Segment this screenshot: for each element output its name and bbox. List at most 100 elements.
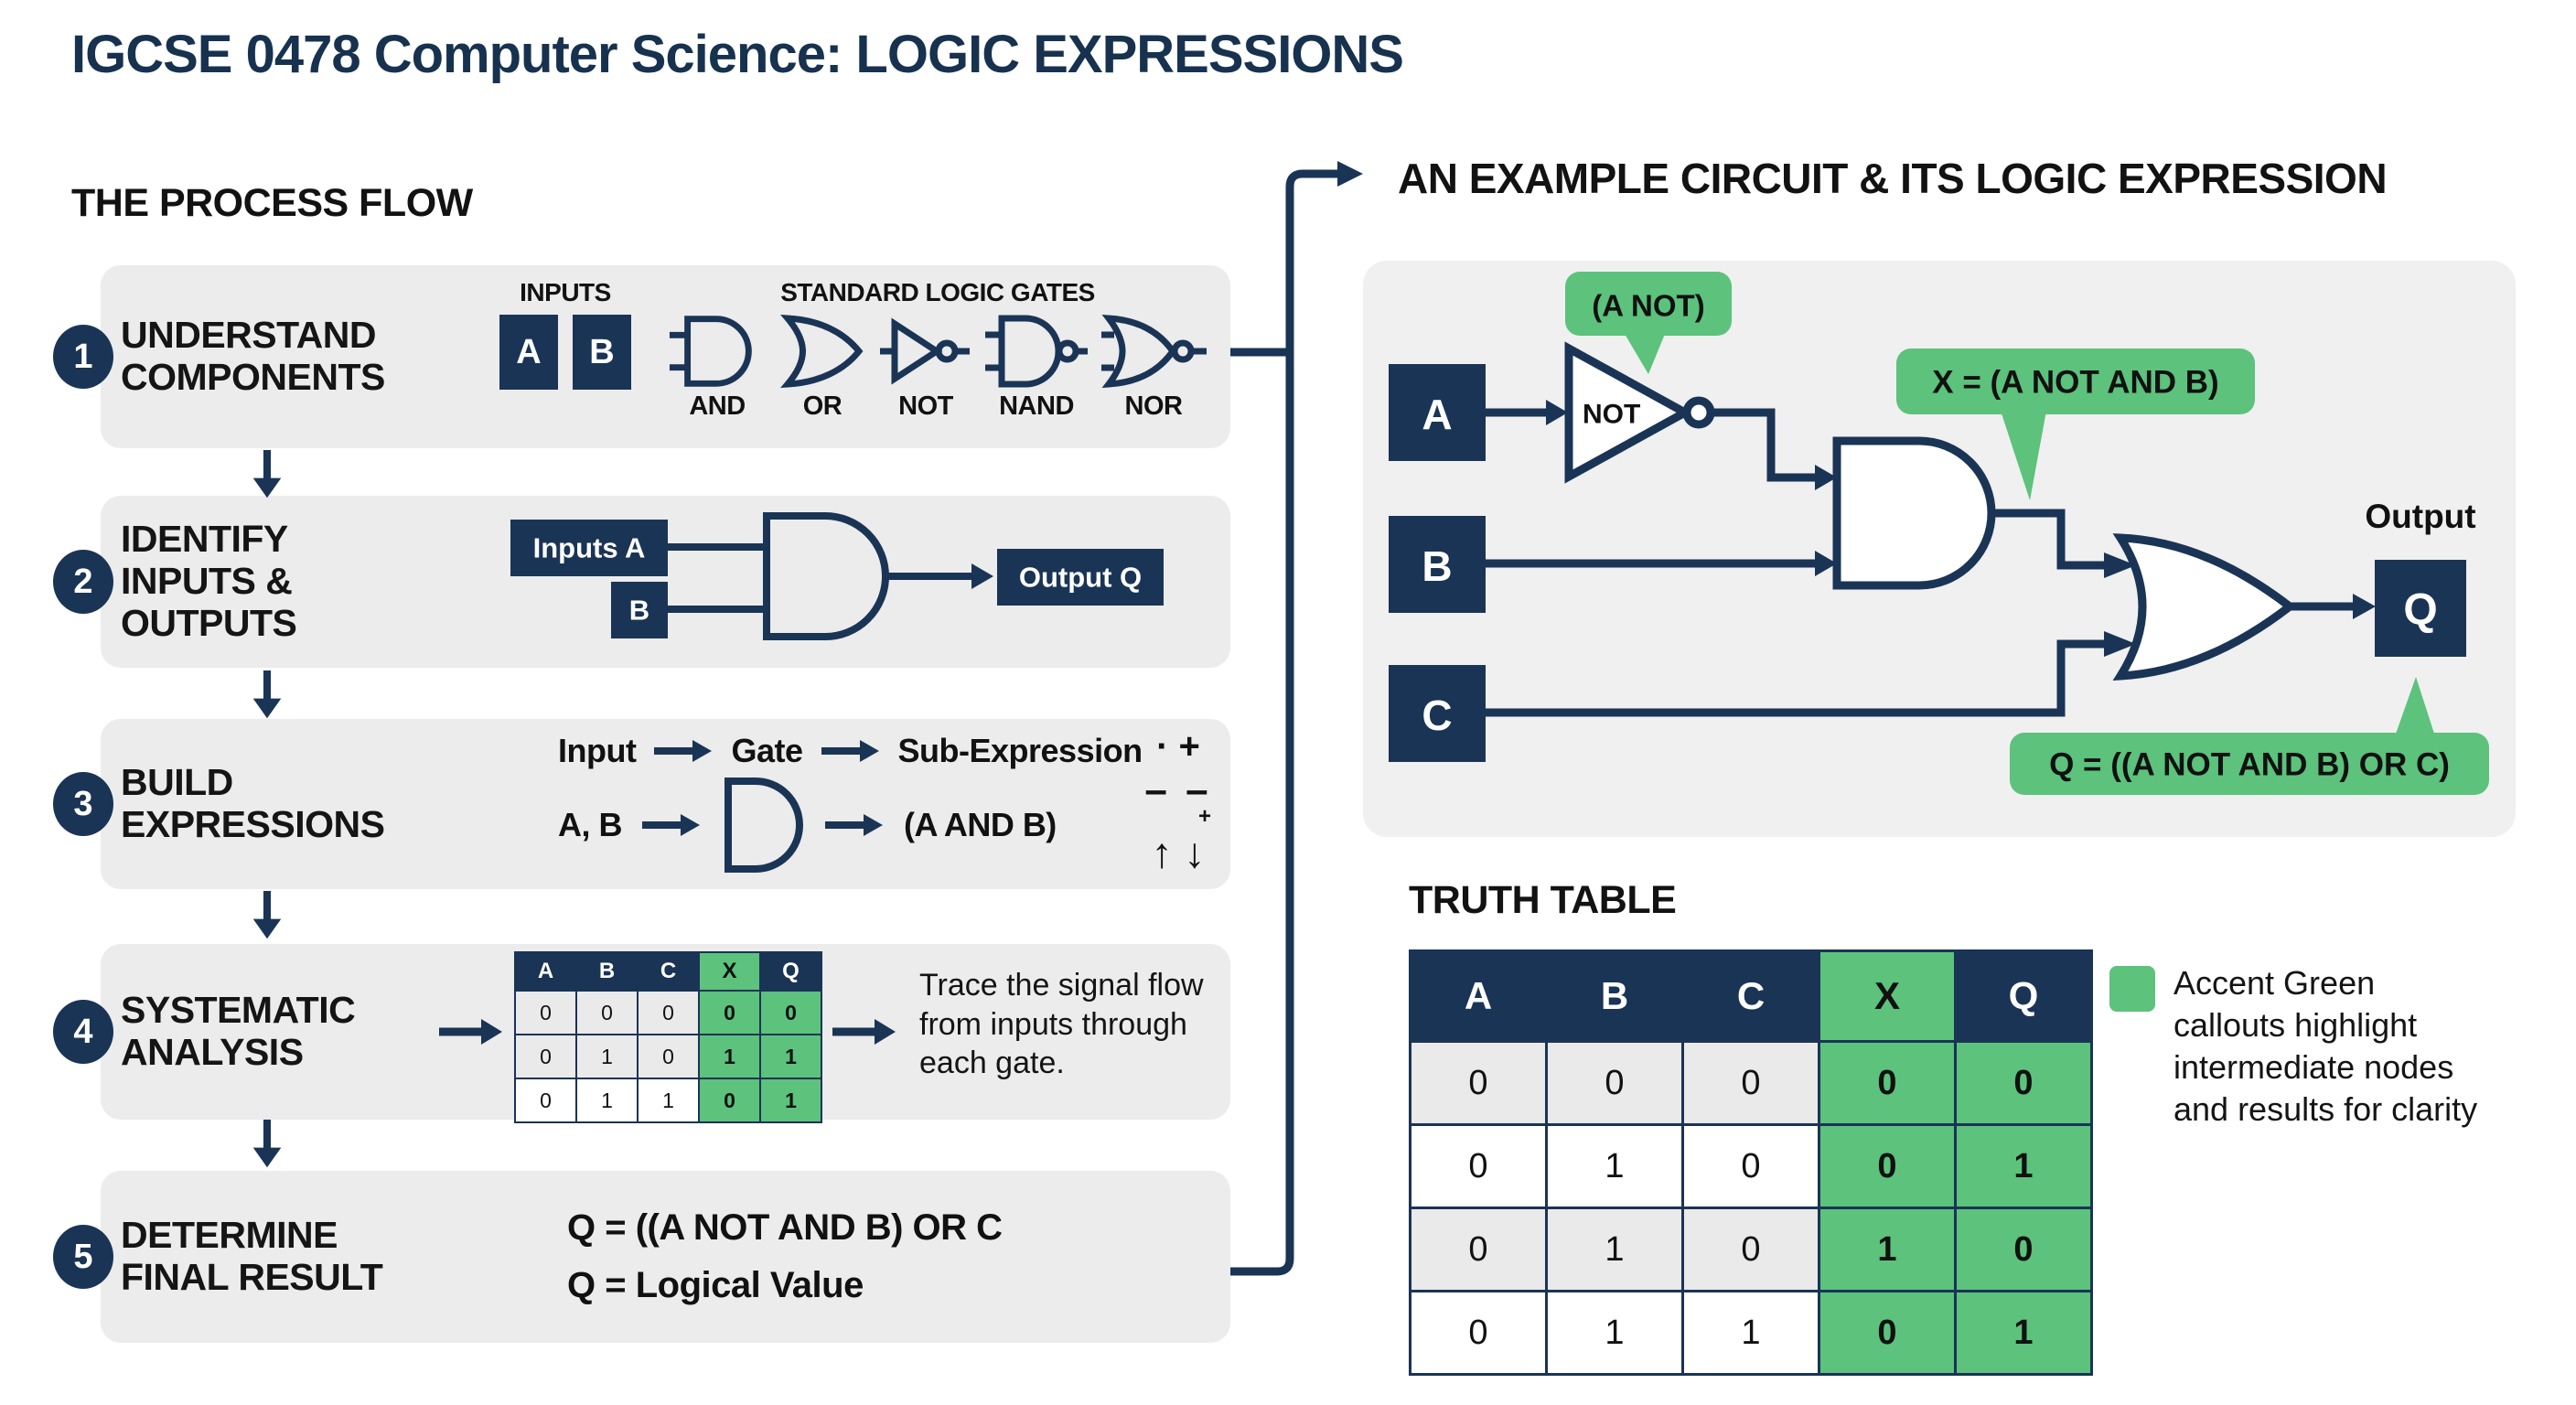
arrow-right-icon xyxy=(1815,465,1837,490)
truth-table-cell: 0 xyxy=(1818,1123,1957,1209)
output-label: Output xyxy=(2365,498,2475,535)
mini-tt-cell: 0 xyxy=(759,990,822,1035)
truth-table-row: 0 0 0 0 0 xyxy=(1409,1040,2093,1126)
not-bar-symbols: – – xyxy=(1144,767,1212,812)
subexpression-result: (A AND B) xyxy=(904,806,1057,843)
output-q-label: Q xyxy=(2403,586,2437,635)
truth-table-cell: 0 xyxy=(1681,1040,1820,1126)
flow-gate-label: Gate xyxy=(731,732,803,769)
step-card-2: 2 IDENTIFY INPUTS & OUTPUTS Inputs A B O… xyxy=(53,496,1230,668)
operands-label: A, B xyxy=(558,806,623,843)
mini-tt-header: B xyxy=(575,951,639,992)
mini-tt-header-x: X xyxy=(698,951,761,992)
truth-table-heading: TRUTH TABLE xyxy=(1409,878,1677,922)
step-3-badge: 3 xyxy=(53,772,113,836)
truth-table-cell: 0 xyxy=(1409,1207,1548,1292)
truth-table-cell: 0 xyxy=(1954,1040,2093,1126)
input-a-box: A xyxy=(499,315,558,390)
expression-flow-row: Input Gate Sub-Expression xyxy=(558,732,1143,770)
arrow-down-icon xyxy=(252,1120,282,1168)
not-gate-icon xyxy=(880,317,970,385)
callout-a-not-text: (A NOT) xyxy=(1592,289,1704,323)
gate-not-label: NOT xyxy=(898,391,953,421)
truth-table-cell: 0 xyxy=(1954,1207,2093,1292)
step-4-title: SYSTEMATIC ANALYSIS xyxy=(121,989,356,1073)
truth-table-cell: 1 xyxy=(1545,1207,1684,1292)
gate-or: OR xyxy=(777,313,868,422)
truth-table-header: Q xyxy=(1954,949,2093,1043)
expression-example-row: A, B (A AND B) xyxy=(558,776,1057,874)
mini-tt-cell: 0 xyxy=(637,1034,700,1079)
input-a-label: A xyxy=(1422,391,1452,438)
flow-input-label: Input xyxy=(558,732,637,769)
truth-table-cell: 0 xyxy=(1681,1123,1820,1209)
inputs-a-box: Inputs A xyxy=(533,532,646,564)
nand-gate-icon xyxy=(985,315,1088,388)
truth-table-cell: 1 xyxy=(1545,1290,1684,1376)
mini-tt-cell: 1 xyxy=(759,1078,822,1123)
arrow-right-icon xyxy=(654,740,713,762)
truth-table-header-row: A B C X Q xyxy=(1409,949,2093,1043)
truth-table-row: 0 1 0 1 0 xyxy=(1409,1207,2093,1292)
truth-table-header: A xyxy=(1409,949,1548,1043)
inputs-label: INPUTS xyxy=(520,278,611,306)
output-q-box xyxy=(2375,560,2466,657)
step-card-5: 5 DETERMINE FINAL RESULT Q = ((A NOT AND… xyxy=(53,1171,1230,1343)
and-gate-icon xyxy=(724,778,803,873)
truth-table-cell: 1 xyxy=(1954,1123,2093,1209)
operator-symbols: · + – – + ↑ ↓ xyxy=(1132,726,1224,875)
step-5-badge: 5 xyxy=(53,1225,113,1289)
arrow-right-icon xyxy=(1337,161,1363,187)
and-gate-icon xyxy=(1832,436,1996,590)
or-gate-icon xyxy=(780,315,864,388)
mini-tt-cell: 0 xyxy=(575,990,639,1035)
arrow-right-icon xyxy=(832,1019,896,1045)
truth-table-cell: 0 xyxy=(1545,1040,1684,1126)
mini-tt-cell: 0 xyxy=(698,990,761,1035)
step-card-4: 4 SYSTEMATIC ANALYSIS A B C X Q 0 0 0 0 … xyxy=(53,944,1230,1123)
truth-table: A B C X Q 0 0 0 0 0 0 1 0 0 1 0 1 0 1 0 … xyxy=(1409,949,2093,1376)
arrow-right-icon xyxy=(825,814,883,836)
step-2-title: IDENTIFY INPUTS & OUTPUTS xyxy=(121,518,297,644)
mini-tt-cell: 1 xyxy=(637,1078,700,1123)
callout-q-expression: Q = ((A NOT AND B) OR C) xyxy=(2010,677,2489,795)
arrow-right-icon xyxy=(2353,594,2376,619)
mini-tt-cell: 1 xyxy=(698,1034,761,1079)
up-down-arrows-symbol: ↑ ↓ xyxy=(1151,828,1206,876)
input-b-box xyxy=(1389,516,1486,613)
truth-table-cell: 0 xyxy=(1409,1290,1548,1376)
gate-and-label: AND xyxy=(689,391,746,421)
step-5-title: DETERMINE FINAL RESULT xyxy=(121,1214,383,1298)
step-4-badge: 4 xyxy=(53,1000,113,1064)
callout-a-not: (A NOT) xyxy=(1565,272,1732,374)
callout-x-expression: X = (A NOT AND B) xyxy=(1896,349,2255,500)
step-card-1: 1 UNDERSTAND COMPONENTS INPUTS A B STAND… xyxy=(53,265,1230,448)
or-gate-icon xyxy=(2112,533,2297,681)
arrow-right-icon xyxy=(1546,400,1568,425)
truth-table-row: 0 1 1 0 1 xyxy=(1409,1290,2093,1376)
arrow-down-icon xyxy=(252,670,282,719)
mini-tt-cell: 0 xyxy=(514,1078,577,1123)
nor-gate-icon xyxy=(1101,315,1207,388)
final-expression: Q = ((A NOT AND B) OR C xyxy=(567,1207,1003,1248)
input-b-label: B xyxy=(1422,542,1452,590)
accent-green-swatch-icon xyxy=(2109,966,2155,1012)
small-plus-symbol: + xyxy=(1197,804,1211,830)
mini-tt-cell: 1 xyxy=(575,1078,639,1123)
arrow-down-icon xyxy=(252,891,282,939)
truth-table-header: C xyxy=(1681,949,1820,1043)
mini-tt-cell: 0 xyxy=(514,990,577,1035)
trace-note: Trace the signal flow from inputs throug… xyxy=(919,968,1204,1080)
output-q-box: Output Q xyxy=(1019,562,1142,594)
gate-and: AND xyxy=(668,313,767,422)
example-circuit-diagram: NOT A B C Output Q (A NOT) X = (A NOT AN… xyxy=(1363,261,2516,837)
mini-truth-table: A B C X Q 0 0 0 0 0 0 1 0 1 1 0 1 1 0 1 xyxy=(514,951,822,1123)
truth-table-cell: 0 xyxy=(1409,1123,1548,1209)
gate-nor: NOR xyxy=(1100,313,1208,422)
flow-to-example-connector xyxy=(1230,161,1363,1276)
truth-table-cell: 0 xyxy=(1409,1040,1548,1126)
truth-table-cell: 1 xyxy=(1954,1290,2093,1376)
truth-table-cell: 1 xyxy=(1818,1207,1957,1292)
callout-q-text: Q = ((A NOT AND B) OR C) xyxy=(2049,747,2450,783)
mini-tt-cell: 1 xyxy=(575,1034,639,1079)
